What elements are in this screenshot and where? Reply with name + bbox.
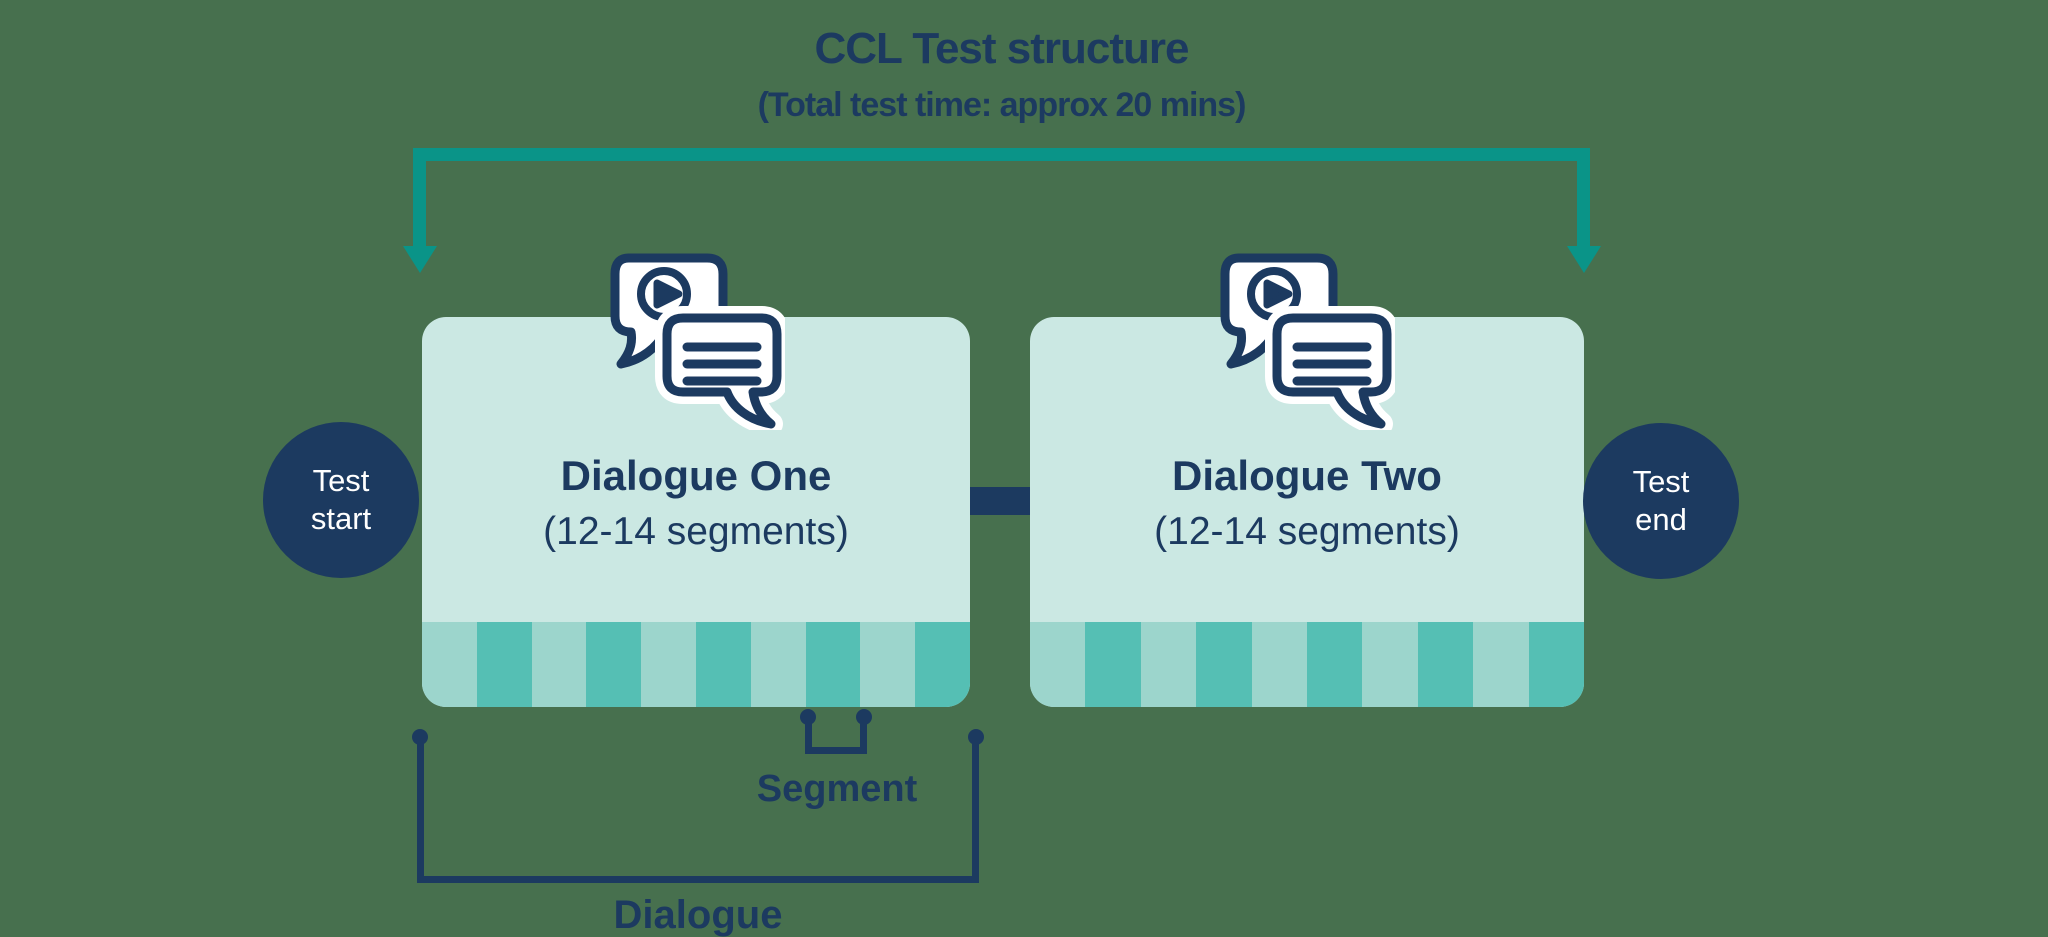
dialogue-connector-bar: [970, 487, 1030, 515]
test-end-line2: end: [1635, 502, 1687, 537]
speech-bubbles-play-icon: [610, 253, 785, 430]
dialogue-bracket-left-line: [417, 737, 424, 883]
segment-stripe: [422, 622, 477, 707]
title-block: CCL Test structure (Total test time: app…: [413, 0, 1590, 125]
test-end-node: Test end: [1583, 423, 1739, 579]
speech-bubbles-play-icon: [1220, 253, 1395, 430]
dialogue-one-subtitle: (12-14 segments): [543, 510, 849, 553]
segment-stripe: [695, 622, 751, 707]
segment-stripe: [1196, 622, 1252, 707]
arrow-down-left-head-icon: [403, 246, 437, 273]
segment-stripe: [586, 622, 642, 707]
segment-bracket-right-line: [860, 717, 867, 753]
segment-stripe: [805, 622, 861, 707]
segment-stripe: [531, 622, 587, 707]
segment-stripe: [1528, 622, 1584, 707]
segment-stripe: [1362, 622, 1418, 707]
arrow-horizontal-bar: [413, 148, 1590, 161]
segment-stripe: [1307, 622, 1363, 707]
segment-stripe: [641, 622, 696, 707]
segment-stripe: [1140, 622, 1197, 707]
diagram-subtitle: (Total test time: approx 20 mins): [757, 86, 1247, 124]
arrow-left-vertical-bar: [413, 148, 426, 248]
dialogue-two-segment-stripes: [1030, 622, 1584, 707]
dialogue-one-box: Dialogue One (12-14 segments): [422, 317, 970, 707]
dialogue-two-text: Dialogue Two (12-14 segments): [1030, 452, 1584, 554]
segment-bracket-bottom-line: [805, 747, 867, 754]
dialogue-label: Dialogue: [613, 893, 783, 937]
segment-stripe: [1417, 622, 1474, 707]
segment-bracket-left-line: [805, 717, 812, 753]
text-lines-icon: [1292, 342, 1372, 386]
arrow-down-right-head-icon: [1567, 246, 1601, 273]
test-start-line1: Test: [312, 463, 370, 499]
dialogue-bracket-bottom-line: [417, 876, 979, 883]
dialogue-one-text: Dialogue One (12-14 segments): [422, 452, 970, 554]
dialogue-two-title: Dialogue Two: [1172, 452, 1442, 499]
dialogue-one-segment-stripes: [422, 622, 970, 707]
segment-stripe: [476, 622, 532, 707]
test-end-line1: Test: [1632, 464, 1690, 500]
segment-stripe: [860, 622, 916, 707]
segment-stripe: [915, 622, 970, 707]
test-start-node: Test start: [263, 422, 419, 578]
dialogue-bracket-right-line: [972, 737, 979, 883]
segment-stripe: [1085, 622, 1141, 707]
test-start-line2: start: [310, 501, 372, 536]
dialogue-one-title: Dialogue One: [560, 452, 832, 499]
play-triangle-icon: [653, 279, 683, 309]
dialogue-two-subtitle: (12-14 segments): [1154, 510, 1460, 553]
segment-stripe: [1473, 622, 1529, 707]
segment-stripe: [750, 622, 806, 707]
text-lines-icon: [682, 342, 762, 386]
segment-label: Segment: [756, 768, 918, 810]
play-triangle-icon: [1263, 279, 1293, 309]
segment-stripe: [1030, 622, 1086, 707]
segment-stripe: [1251, 622, 1308, 707]
diagram-title: CCL Test structure: [814, 24, 1189, 73]
arrow-right-vertical-bar: [1577, 148, 1590, 248]
